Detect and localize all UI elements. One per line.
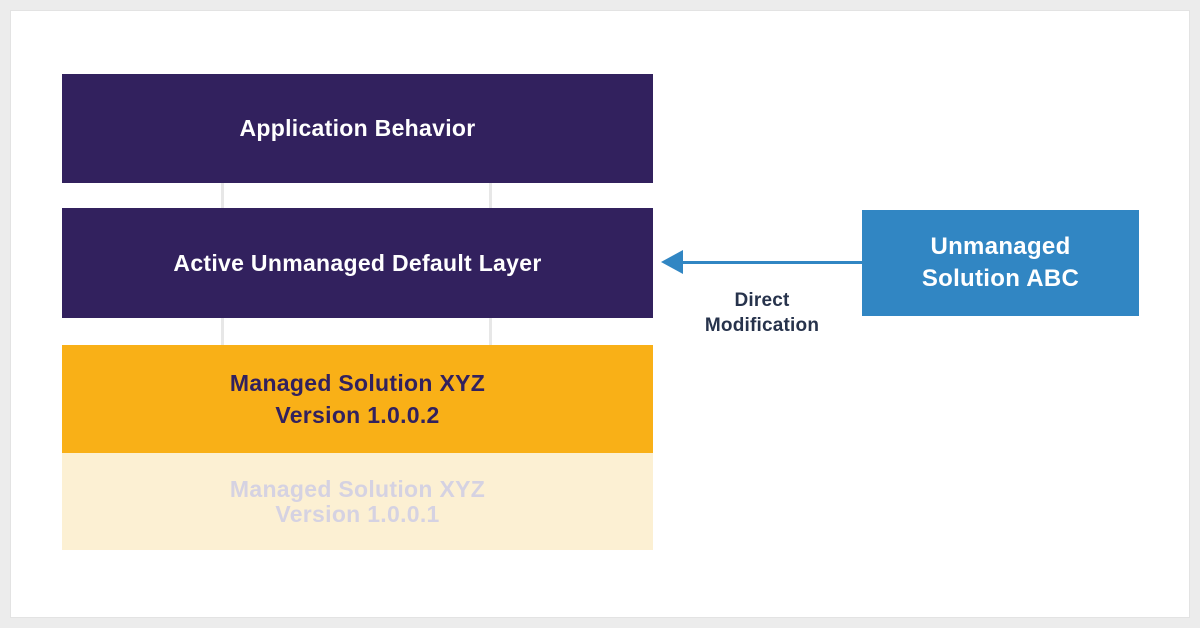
box-application-behavior-label: Application Behavior bbox=[239, 115, 476, 141]
box-unmanaged-solution-abc: Unmanaged Solution ABC bbox=[862, 210, 1139, 316]
connector-line bbox=[221, 318, 224, 345]
connector-line bbox=[221, 183, 224, 208]
left-arrow-icon bbox=[661, 250, 683, 274]
box-managed-solution-xyz-v1001: Managed Solution XYZ Version 1.0.0.1 bbox=[62, 453, 653, 550]
direct-modification-arrow-shaft bbox=[680, 261, 862, 264]
box-application-behavior: Application Behavior bbox=[62, 74, 653, 183]
box-unmanaged-solution-abc-line1: Unmanaged bbox=[930, 233, 1071, 260]
box-managed-solution-xyz-v1002: Managed Solution XYZ Version 1.0.0.2 bbox=[62, 345, 653, 453]
box-managed-solution-xyz-v1001-line2: Version 1.0.0.1 bbox=[275, 500, 440, 527]
direct-modification-label-line1: Direct bbox=[734, 290, 790, 311]
connector-line bbox=[489, 318, 492, 345]
direct-modification-label-line2: Modification bbox=[704, 315, 820, 336]
box-active-unmanaged-default-layer-label: Active Unmanaged Default Layer bbox=[173, 249, 542, 276]
box-managed-solution-xyz-v1001-line1: Managed Solution XYZ bbox=[229, 475, 486, 502]
box-managed-solution-xyz-v1002-line1: Managed Solution XYZ bbox=[229, 370, 486, 396]
connector-line bbox=[489, 183, 492, 208]
box-active-unmanaged-default-layer: Active Unmanaged Default Layer bbox=[62, 208, 653, 318]
box-managed-solution-xyz-v1002-line2: Version 1.0.0.2 bbox=[275, 402, 440, 428]
box-unmanaged-solution-abc-line2: Solution ABC bbox=[921, 265, 1080, 292]
direct-modification-label: Direct Modification bbox=[662, 288, 862, 338]
